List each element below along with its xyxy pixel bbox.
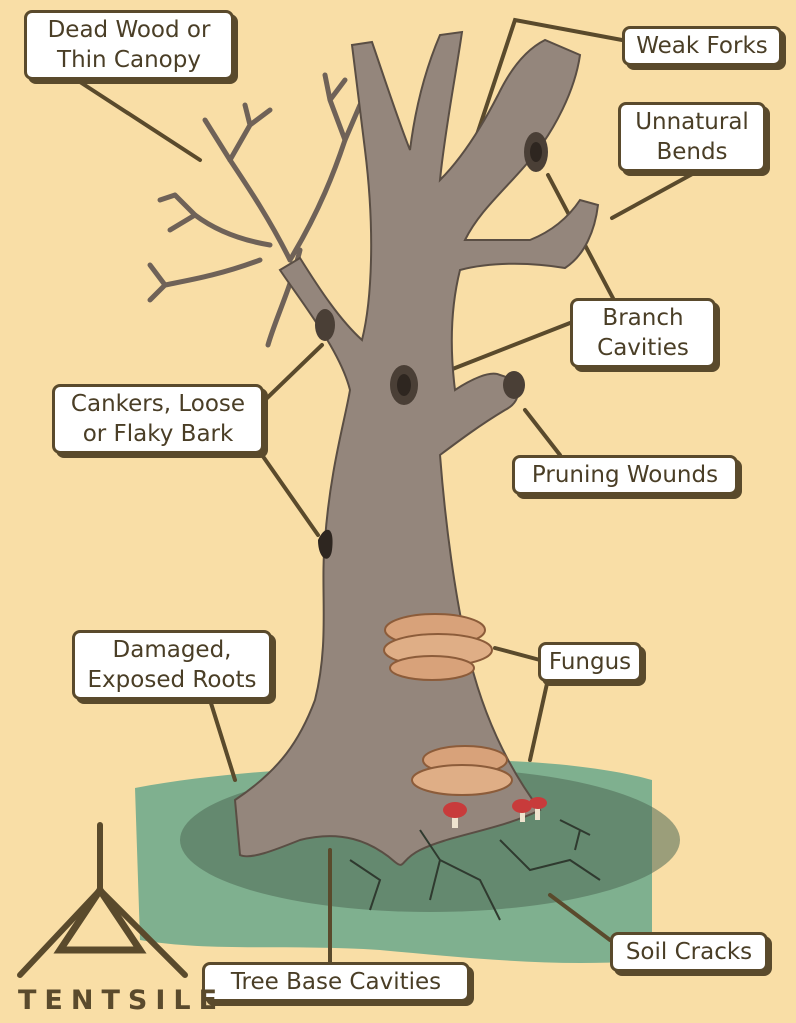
label-weak-forks: Weak Forks xyxy=(622,26,782,66)
label-dead-wood: Dead Wood or Thin Canopy xyxy=(24,10,234,80)
label-cankers-line1: Cankers, Loose xyxy=(61,389,255,419)
label-branch-cavities-line2: Cavities xyxy=(579,333,707,363)
label-soil-cracks-text: Soil Cracks xyxy=(619,937,759,967)
label-unnatural-bends: Unnatural Bends xyxy=(618,102,766,172)
brand-wordmark: TENTSILE xyxy=(18,985,225,1016)
label-tree-base-cavities-text: Tree Base Cavities xyxy=(211,967,461,997)
label-tree-base-cavities: Tree Base Cavities xyxy=(202,962,470,1002)
label-pruning-wounds: Pruning Wounds xyxy=(512,455,738,495)
label-unnatural-bends-line2: Bends xyxy=(627,137,757,167)
label-dead-wood-line1: Dead Wood or xyxy=(33,15,225,45)
label-fungus-text: Fungus xyxy=(547,647,633,677)
label-damaged-roots: Damaged, Exposed Roots xyxy=(72,630,272,700)
label-damaged-roots-line1: Damaged, xyxy=(81,635,263,665)
label-unnatural-bends-line1: Unnatural xyxy=(627,107,757,137)
label-pruning-wounds-text: Pruning Wounds xyxy=(521,460,729,490)
label-branch-cavities: Branch Cavities xyxy=(570,298,716,368)
label-cankers: Cankers, Loose or Flaky Bark xyxy=(52,384,264,454)
label-weak-forks-text: Weak Forks xyxy=(631,31,773,61)
label-branch-cavities-line1: Branch xyxy=(579,303,707,333)
label-dead-wood-line2: Thin Canopy xyxy=(33,45,225,75)
label-soil-cracks: Soil Cracks xyxy=(610,932,768,972)
label-fungus: Fungus xyxy=(538,642,642,682)
label-damaged-roots-line2: Exposed Roots xyxy=(81,665,263,695)
label-cankers-line2: or Flaky Bark xyxy=(61,419,255,449)
